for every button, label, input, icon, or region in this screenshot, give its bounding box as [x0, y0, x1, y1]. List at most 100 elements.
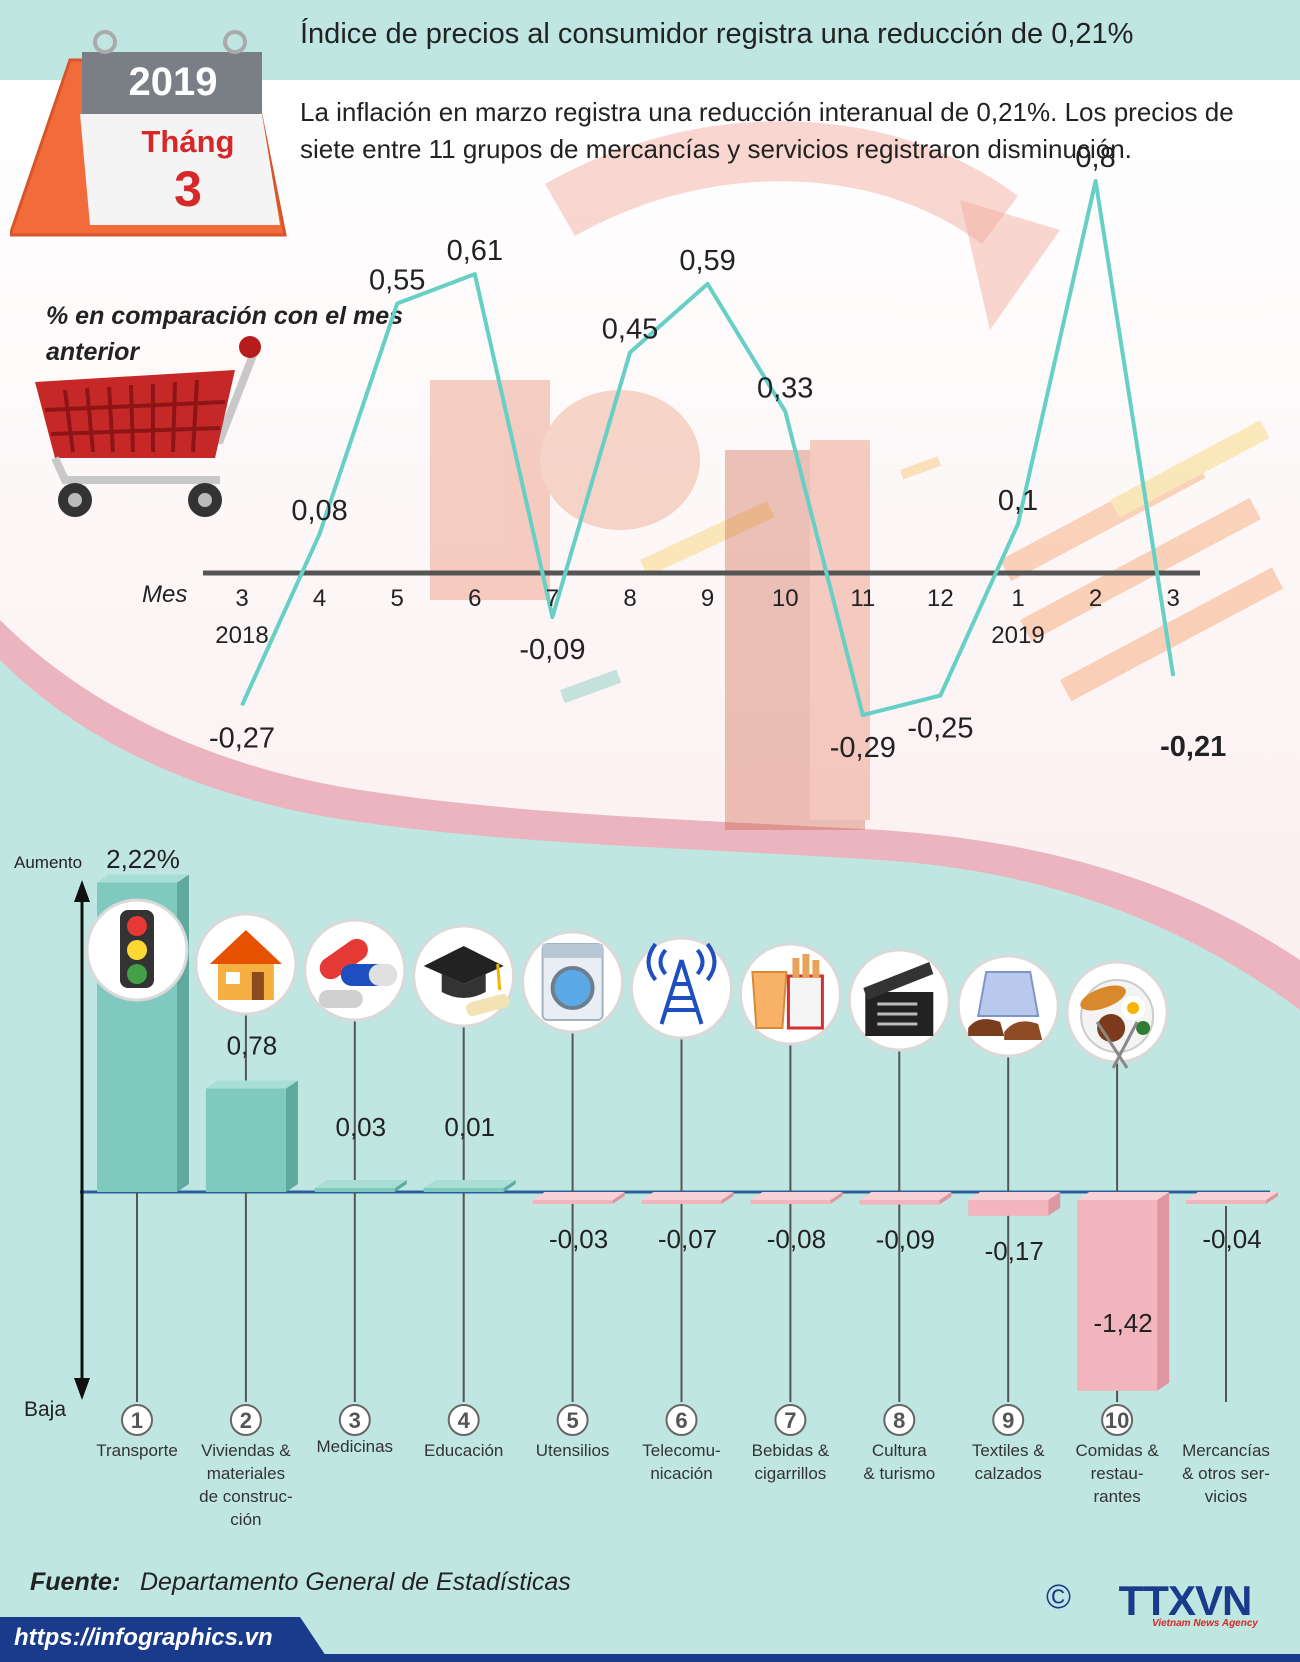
traffic-light-icon: [85, 898, 189, 1002]
bar-side: [503, 1180, 516, 1192]
line-point-label: -0,21: [1160, 731, 1226, 763]
footer-url-link[interactable]: https://infographics.vn: [14, 1624, 273, 1651]
category-label: vicios: [1205, 1487, 1248, 1506]
category-label: rantes: [1093, 1487, 1140, 1506]
headline: Índice de precios al consumidor registra…: [300, 18, 1134, 50]
bar-value-label: -1,42: [1093, 1308, 1152, 1338]
source-label: Fuente:: [30, 1568, 121, 1596]
antenna-tower-icon: [630, 936, 733, 1040]
month-tick-label: 3: [1167, 585, 1180, 612]
category-number: 9: [1002, 1408, 1014, 1433]
month-tick-label: 1: [1011, 585, 1024, 612]
calendar-month-number: 3: [174, 161, 202, 217]
category-number-badge: [1101, 1404, 1134, 1436]
house-icon: [194, 912, 298, 1016]
copyright-symbol: ©: [1046, 1578, 1072, 1616]
bar-side: [612, 1192, 625, 1204]
category-label: Bebidas &: [752, 1441, 830, 1460]
category-number-badge: [665, 1404, 698, 1436]
calendar-year: 2019: [128, 60, 218, 104]
bar-top: [859, 1192, 952, 1200]
ttxvn-logo-subtitle: Vietnam News Agency: [1152, 1618, 1258, 1629]
category-number: 3: [349, 1408, 361, 1433]
category-number-badge: [121, 1404, 153, 1436]
month-tick-label: 6: [468, 585, 481, 612]
bar: [641, 1200, 722, 1204]
bar: [750, 1200, 831, 1204]
bar-top: [314, 1180, 407, 1188]
ttxvn-logo: TTXVN: [1118, 1577, 1253, 1624]
category-number-badge: [992, 1404, 1025, 1436]
category-number: 6: [675, 1408, 687, 1433]
calendar-month-label: Tháng: [141, 124, 235, 159]
bar-side: [939, 1192, 952, 1205]
month-tick-label: 10: [772, 585, 799, 612]
category-label: Educación: [424, 1441, 503, 1460]
bar-side: [830, 1192, 843, 1204]
line-point-label: 0,33: [757, 372, 813, 404]
axis-decrease-label: Baja: [24, 1398, 66, 1421]
bar-value-label: 0,03: [335, 1112, 386, 1142]
line-point-label: -0,25: [907, 713, 973, 745]
category-label: Cultura: [872, 1441, 927, 1460]
line-point-label: -0,27: [209, 722, 275, 754]
category-number: 8: [893, 1408, 905, 1433]
footer-bar: [0, 1617, 330, 1662]
category-number-badge: [556, 1404, 589, 1436]
bar: [314, 1188, 395, 1192]
bar-value-label: 0,78: [227, 1030, 278, 1060]
bar: [968, 1200, 1049, 1216]
category-label: materiales: [207, 1464, 285, 1483]
category-number: 7: [784, 1408, 796, 1433]
category-number: 10: [1105, 1408, 1129, 1433]
bar-value-label: -0,04: [1202, 1224, 1261, 1254]
line-point-label: 0,08: [291, 495, 347, 527]
bar-top: [750, 1192, 843, 1200]
bar-top: [97, 874, 189, 883]
category-number-badge: [338, 1404, 371, 1436]
drink-cigarettes-icon: [738, 942, 842, 1046]
category-label: de construc-: [199, 1487, 293, 1506]
category-label: restau-: [1091, 1464, 1144, 1483]
month-tick-label: 4: [313, 585, 326, 612]
bar: [532, 1200, 613, 1204]
category-label: Transporte: [96, 1441, 178, 1460]
category-label: Medicinas: [317, 1437, 394, 1456]
bar-top: [532, 1192, 625, 1200]
category-number-badge: [447, 1404, 480, 1436]
line-point-label: 0,1: [998, 485, 1038, 517]
month-axis-label: Mes: [142, 581, 187, 608]
food-plate-icon: [1065, 960, 1169, 1069]
line-chart-axis: Mes: [142, 570, 1200, 608]
line-point-label: -0,29: [830, 732, 896, 764]
line-point-label: 0,55: [369, 265, 425, 297]
category-number-badge: [883, 1404, 916, 1436]
category-label: ción: [230, 1510, 261, 1529]
bar-value-label: -0,17: [985, 1236, 1044, 1266]
line-chart: Mes -0,270,080,550,61-0,090,450,590,33-0…: [142, 142, 1226, 764]
line-point-label: -0,09: [519, 634, 585, 666]
category-label: & otros ser-: [1182, 1464, 1270, 1483]
category-label: calzados: [975, 1464, 1042, 1483]
category-number: 2: [240, 1408, 252, 1433]
month-tick-label: 3: [235, 585, 248, 612]
washing-machine-icon: [521, 930, 625, 1034]
shopping-cart-icon: [35, 336, 261, 517]
shirt-shoes-icon: [956, 954, 1060, 1058]
category-label: & turismo: [863, 1464, 935, 1483]
bar-value-label: -0,08: [767, 1224, 826, 1254]
bar-value-label: -0,03: [549, 1224, 608, 1254]
bar-chart: Aumento Baja 2,22%1Transporte0,782Vivien…: [14, 844, 1278, 1529]
category-label: Comidas &: [1076, 1441, 1160, 1460]
category-label: Textiles &: [972, 1441, 1045, 1460]
month-tick-label: 2: [1089, 585, 1102, 612]
bar: [1186, 1200, 1266, 1204]
month-tick-label: 7: [546, 585, 559, 612]
bar-side: [721, 1192, 734, 1204]
bar: [1077, 1200, 1158, 1391]
line-point-label: 0,59: [679, 245, 735, 277]
calendar-icon: [10, 30, 287, 237]
month-tick-label: 5: [391, 585, 404, 612]
bar-top: [205, 1080, 298, 1089]
